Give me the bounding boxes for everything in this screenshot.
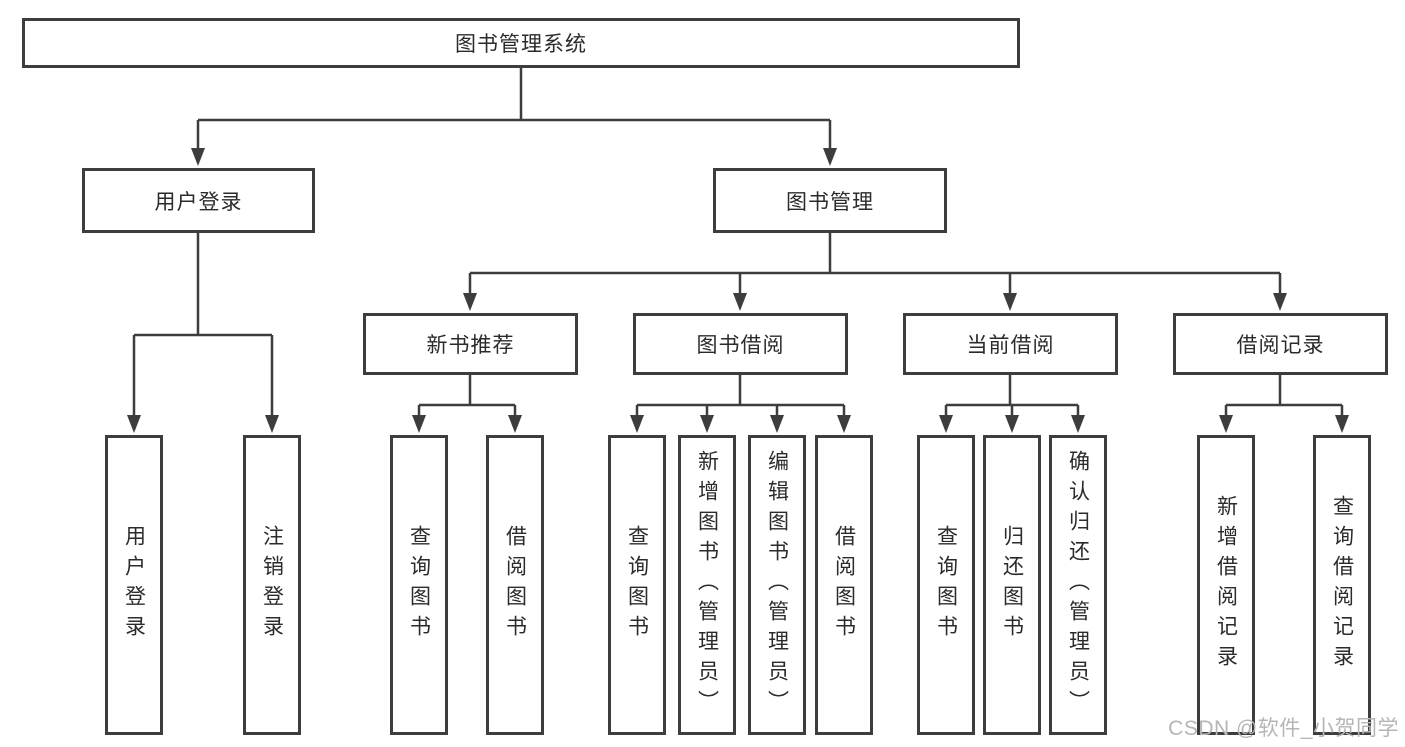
connector-book-mgmt	[463, 233, 1287, 311]
connector-new-books	[412, 375, 522, 433]
connector-current-borrow	[939, 375, 1085, 433]
arrowhead	[823, 148, 837, 166]
connector-user-login	[127, 233, 279, 433]
leaf-current-return: 归还图书	[983, 435, 1041, 735]
arrowhead	[265, 415, 279, 433]
arrowhead	[837, 415, 851, 433]
arrowhead	[1335, 415, 1349, 433]
arrowhead	[1219, 415, 1233, 433]
arrowhead	[1005, 415, 1019, 433]
node-user-login: 用户登录	[82, 168, 315, 233]
leaf-records-add: 新增借阅记录	[1197, 435, 1255, 735]
arrowhead	[127, 415, 141, 433]
node-book-borrow: 图书借阅	[633, 313, 848, 375]
leaf-book-borrow-borrow: 借阅图书	[815, 435, 873, 735]
arrowhead	[191, 148, 205, 166]
node-root: 图书管理系统	[22, 18, 1020, 68]
leaf-user-login: 用户登录	[105, 435, 163, 735]
arrowhead	[939, 415, 953, 433]
node-new-books: 新书推荐	[363, 313, 578, 375]
leaf-new-books-query: 查询图书	[390, 435, 448, 735]
leaf-book-borrow-query: 查询图书	[608, 435, 666, 735]
arrowhead	[700, 415, 714, 433]
node-book-mgmt: 图书管理	[713, 168, 947, 233]
leaf-current-confirm: 确认归还（管理员）	[1049, 435, 1107, 735]
arrowhead	[463, 293, 477, 311]
arrowhead	[630, 415, 644, 433]
arrowhead	[508, 415, 522, 433]
arrowhead	[770, 415, 784, 433]
node-borrow-records: 借阅记录	[1173, 313, 1388, 375]
leaf-new-books-borrow: 借阅图书	[486, 435, 544, 735]
leaf-current-query: 查询图书	[917, 435, 975, 735]
leaf-logout: 注销登录	[243, 435, 301, 735]
arrowhead	[1003, 293, 1017, 311]
arrowhead	[1071, 415, 1085, 433]
arrowhead	[1273, 293, 1287, 311]
node-current-borrow: 当前借阅	[903, 313, 1118, 375]
arrowhead	[733, 293, 747, 311]
connector-book-borrow	[630, 375, 851, 433]
connector-borrow-records	[1219, 375, 1349, 433]
arrowhead	[412, 415, 426, 433]
leaf-book-borrow-edit: 编辑图书（管理员）	[748, 435, 806, 735]
leaf-records-query: 查询借阅记录	[1313, 435, 1371, 735]
watermark: CSDN @软件_小贺同学	[1168, 717, 1399, 740]
connector-root	[191, 68, 837, 166]
leaf-book-borrow-add: 新增图书（管理员）	[678, 435, 736, 735]
